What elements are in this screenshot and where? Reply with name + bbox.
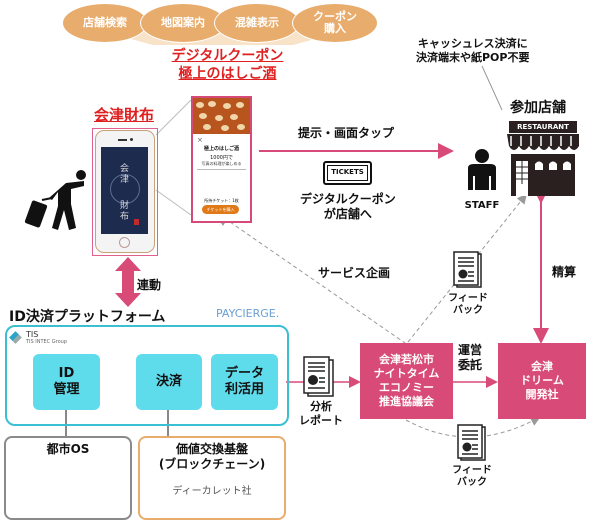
present-tap-label: 提示・画面タップ <box>298 126 395 140</box>
tis-name: TIS <box>26 330 39 339</box>
popup-note <box>197 169 246 170</box>
popup-guide-bottom <box>155 189 192 216</box>
value-exchange-vendor: ディーカレット社 <box>172 486 252 497</box>
screen-text-bottom: 財 布 <box>119 201 129 222</box>
module-id-management[interactable]: ID 管理 <box>33 354 100 410</box>
link-label: 連動 <box>137 278 162 292</box>
phone-highlight <box>92 128 158 256</box>
settlement-label: 精算 <box>552 265 577 279</box>
module-payment[interactable]: 決済 <box>136 354 202 410</box>
restaurant-icon <box>507 134 579 196</box>
coupon-title-line1: デジタルクーポン <box>171 48 284 64</box>
analysis-report-label: 分析 レポート <box>299 400 343 427</box>
coupon-popup[interactable]: × 極上のはしご酒 1000円で 写真の料理が楽しめる 所持チケット：1枚 チケ… <box>191 96 252 223</box>
coupon-title-line2: 極上のはしご酒 <box>178 66 277 82</box>
module-data-utilization[interactable]: データ 利活用 <box>211 354 278 410</box>
smartphone[interactable]: 会 津 財 布 <box>95 130 155 253</box>
restaurant-sign: RESTAURANT <box>509 121 577 133</box>
feature-congestion: 混雑表示 <box>214 3 300 43</box>
feedback-lower-label: フィード バック <box>452 465 492 488</box>
city-os-label: 都市OS <box>46 442 90 456</box>
feedback-upper-doc-icon <box>453 251 482 288</box>
screen-text-top: 会 津 <box>119 164 129 185</box>
platform-title: ID決済プラットフォーム <box>9 309 166 325</box>
popup-ticket-count: 所持チケット：1枚 <box>204 198 239 203</box>
value-exchange-box: 価値交換基盤 (ブロックチェーン) ディーカレット社 <box>138 436 286 520</box>
home-button[interactable] <box>119 237 130 248</box>
tickets-text: TICKETS <box>327 165 368 181</box>
analysis-report-doc-icon <box>303 356 334 397</box>
popup-title: 極上のはしご酒 <box>203 146 239 152</box>
close-icon[interactable]: × <box>197 136 203 144</box>
cashless-callout: キャッシュレス決済に 決済端末や紙POP不要 <box>416 37 530 64</box>
pattern-circle <box>110 174 140 204</box>
value-exchange-title: 価値交換基盤 (ブロックチェーン) <box>158 442 266 471</box>
feedback-upper-label: フィード バック <box>448 293 488 316</box>
coupon-to-store-label: デジタルクーポン が店舗へ <box>300 192 396 221</box>
id-payment-platform <box>5 325 289 426</box>
buy-ticket-button[interactable]: チケットを購入 <box>202 205 239 214</box>
phone-camera <box>130 138 133 141</box>
service-planning-label: サービス企画 <box>318 266 391 280</box>
phone-speaker <box>118 139 127 141</box>
red-seal <box>134 219 139 225</box>
traveler-icon <box>24 170 86 230</box>
feature-store-search: 店舗検索 <box>62 3 148 43</box>
dream-company-box: 会津 ドリーム 開発社 <box>498 343 586 419</box>
feature-map-guide: 地図案内 <box>140 3 226 43</box>
coupon-title: デジタルクーポン 極上のはしご酒 <box>145 47 310 83</box>
staff-icon <box>468 149 496 190</box>
tickets-icon: TICKETS <box>323 161 372 185</box>
wallet-title: 会津財布 <box>93 106 154 124</box>
food-photo <box>193 98 250 134</box>
feature-coupon-purchase: クーポン 購入 <box>292 3 378 43</box>
wallet-app-screen[interactable]: 会 津 財 布 <box>101 147 148 234</box>
feedback-lower-doc-icon <box>457 424 486 461</box>
store-title: 参加店舗 <box>510 100 566 116</box>
tis-subtitle: TIS INTEC Group <box>26 339 68 345</box>
operation-label: 運営 委託 <box>458 343 483 372</box>
callout-pointer <box>481 65 503 111</box>
popup-price: 1000円で <box>210 155 233 161</box>
staff-label: STAFF <box>464 200 500 211</box>
paycierge-logo: PAYCIERGE. <box>216 307 280 320</box>
council-box: 会津若松市 ナイトタイム エコノミー 推進協議会 <box>360 343 453 419</box>
city-os-box: 都市OS <box>4 436 132 520</box>
popup-description: 写真の料理が楽しめる <box>201 161 242 166</box>
